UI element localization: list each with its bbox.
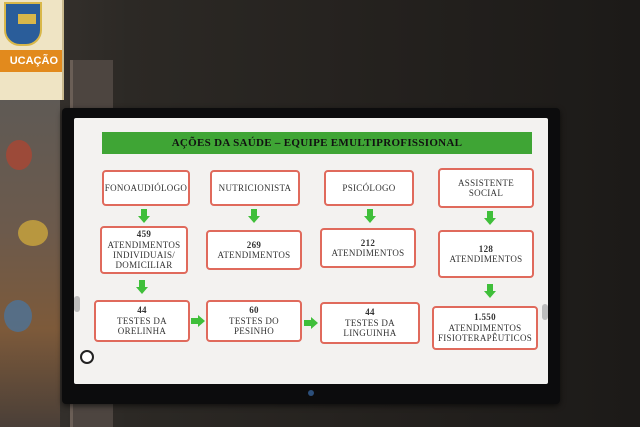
- stat-box-1: 269 ATENDIMENTOS: [206, 230, 302, 270]
- result-number: 1.550: [474, 312, 496, 323]
- stat-text: DOMICILIAR: [115, 260, 173, 271]
- circle-button-icon[interactable]: [80, 350, 94, 364]
- stat-text: INDIVIDUAIS/: [112, 250, 176, 260]
- result-box-3: 1.550 ATENDIMENTOS FISIOTERAPÊUTICOS: [432, 306, 538, 350]
- arrow-down-icon: [136, 280, 148, 294]
- arrow-right-icon: [304, 317, 318, 329]
- arrow-down-icon: [484, 211, 496, 225]
- result-text: LINGUINHA: [343, 328, 397, 339]
- stat-box-2: 212 ATENDIMENTOS: [320, 228, 416, 268]
- stat-text: ATENDIMENTOS: [331, 248, 405, 258]
- wall-banner: UCAÇÃO: [0, 0, 64, 100]
- result-text: ORELINHA: [117, 326, 167, 337]
- arrow-right-icon: [191, 315, 205, 327]
- arrow-down-icon: [484, 284, 496, 298]
- arrow-down-icon: [138, 209, 150, 223]
- result-text: TESTES DO: [229, 315, 279, 326]
- header-box-2: PSICÓLOGO: [324, 170, 414, 206]
- arrow-down-icon: [248, 209, 260, 223]
- crest-icon: [4, 2, 42, 46]
- camera-icon: [308, 390, 314, 396]
- stat-number: 269: [246, 239, 262, 250]
- header-box-3: ASSISTENTE SOCIAL: [438, 168, 534, 208]
- header-text: FONOAUDIÓLOGO: [104, 182, 188, 193]
- stat-number: 128: [478, 243, 494, 254]
- wall-mural: [0, 100, 60, 427]
- presentation-slide: AÇÕES DA SAÚDE – EQUIPE EMULTIPROFISSION…: [74, 118, 548, 384]
- result-box-2: 44 TESTES DA LINGUINHA: [320, 302, 420, 344]
- slide-prev-handle[interactable]: [74, 296, 80, 312]
- header-text: ASSISTENTE: [457, 177, 514, 188]
- result-text: FISIOTERAPÊUTICOS: [437, 333, 533, 344]
- tv-display: AÇÕES DA SAÚDE – EQUIPE EMULTIPROFISSION…: [62, 108, 560, 404]
- banner-label: UCAÇÃO: [0, 50, 62, 72]
- result-number: 44: [365, 307, 375, 318]
- result-text: ATENDIMENTOS: [448, 322, 522, 333]
- header-box-1: NUTRICIONISTA: [210, 170, 300, 206]
- result-number: 60: [249, 305, 259, 316]
- header-text: NUTRICIONISTA: [218, 182, 292, 193]
- stat-text: ATENDIMENTOS: [217, 250, 291, 260]
- stat-text: ATENDIMENTOS: [107, 239, 181, 250]
- result-box-1: 60 TESTES DO PESINHO: [206, 300, 302, 342]
- stat-text: ATENDIMENTOS: [449, 254, 523, 264]
- result-text: TESTES DA: [117, 315, 167, 326]
- result-text: TESTES DA: [345, 317, 395, 328]
- result-number: 44: [137, 305, 147, 316]
- result-box-0: 44 TESTES DA ORELINHA: [94, 300, 190, 342]
- arrow-down-icon: [364, 209, 376, 223]
- stat-number: 459: [136, 229, 152, 240]
- result-text: PESINHO: [233, 326, 275, 337]
- slide-title: AÇÕES DA SAÚDE – EQUIPE EMULTIPROFISSION…: [102, 132, 532, 154]
- header-text: PSICÓLOGO: [342, 182, 396, 193]
- stat-box-3: 128 ATENDIMENTOS: [438, 230, 534, 278]
- stat-box-0: 459 ATENDIMENTOS INDIVIDUAIS/ DOMICILIAR: [100, 226, 188, 274]
- slide-next-handle[interactable]: [542, 304, 548, 320]
- header-text: SOCIAL: [468, 188, 504, 198]
- stat-number: 212: [360, 237, 376, 248]
- header-box-0: FONOAUDIÓLOGO: [102, 170, 190, 206]
